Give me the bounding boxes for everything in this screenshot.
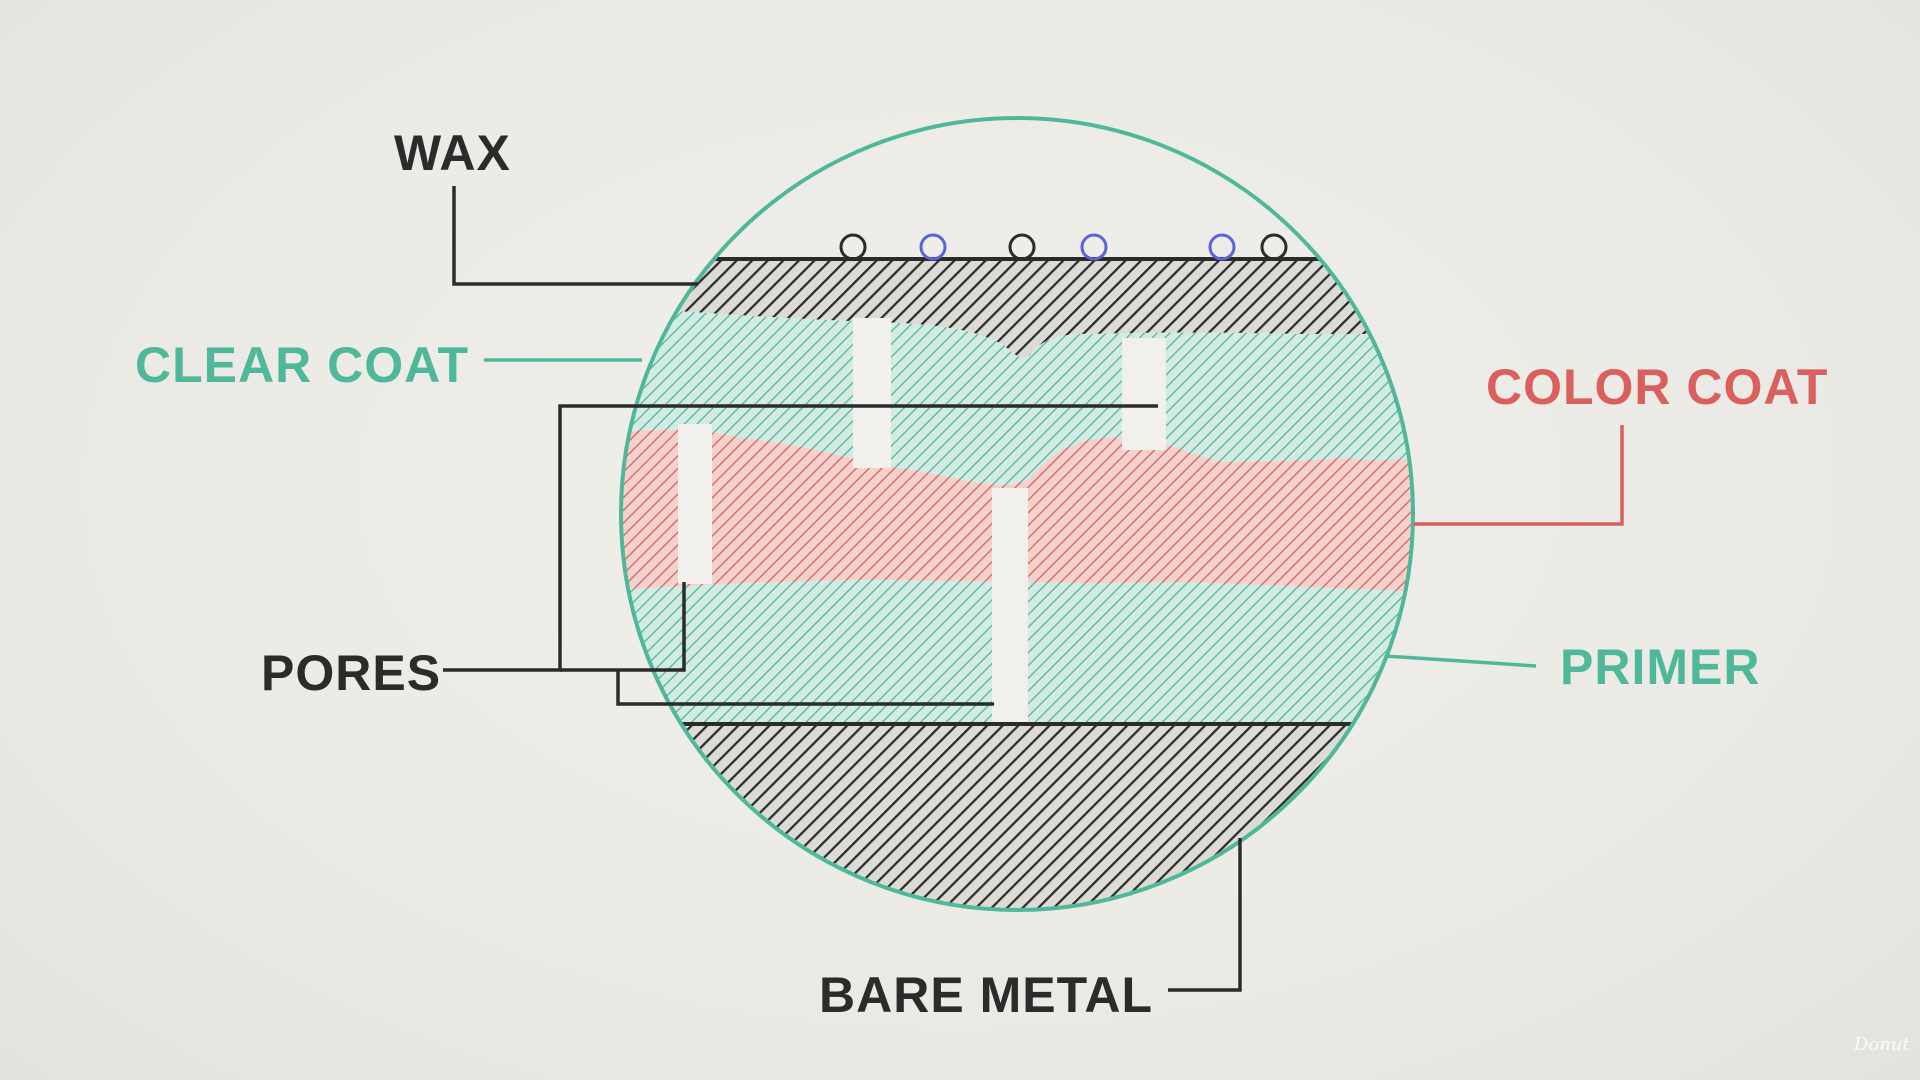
donut-watermark-logo: Donut [1853,1034,1910,1055]
pore-2 [1122,338,1166,450]
pores-leader-1 [443,404,1158,672]
pore-1 [853,318,891,468]
wax-particle-black [1008,233,1036,261]
pore-3 [678,424,712,584]
layer-stack [621,257,1413,910]
pores-label: PORES [261,645,441,701]
pores-leader-3 [616,670,994,706]
primer-label: PRIMER [1560,639,1760,695]
color-coat-leader [1414,425,1624,526]
primer-leader [1384,654,1537,668]
clear-coat-layer [621,306,1413,485]
pores-leader-2 [560,582,686,672]
wax-particle-black [839,233,867,261]
wax-particle-blue [1080,233,1108,261]
wax-particles [839,233,1288,261]
clear-coat-label: CLEAR COAT [135,337,469,393]
pore-4 [992,488,1028,724]
magnifier-circle [619,116,1415,912]
wax-particle-black [1260,233,1288,261]
bare-metal-label: BARE METAL [819,967,1153,1023]
wax-leader [452,186,698,286]
wax-label: WAX [394,125,511,181]
wax-particle-blue [919,233,947,261]
wax-layer [621,259,1413,358]
wax-particle-blue [1208,233,1236,261]
color-coat-label: COLOR COAT [1486,359,1828,415]
leader-lines [443,186,1624,992]
bare-metal-leader [1168,838,1242,992]
